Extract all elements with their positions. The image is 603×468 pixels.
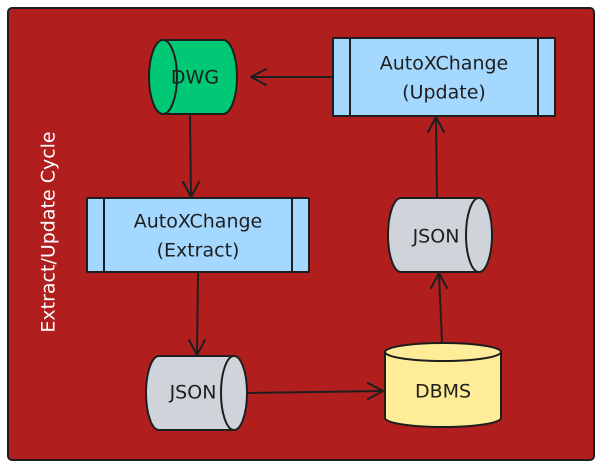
json-bottom-label: JSON <box>169 382 217 404</box>
extract-label-line1: AutoXChange <box>134 211 263 233</box>
arrow-dwg-to-extract <box>182 115 200 198</box>
dbms-label: DBMS <box>415 381 471 403</box>
arrow-dbms-to-json <box>430 272 448 343</box>
arrow-extract-to-json <box>188 272 206 356</box>
update-label-line1: AutoXChange <box>380 53 509 75</box>
json-right-node: JSON <box>387 197 493 273</box>
arrow-json-to-update <box>427 116 445 198</box>
arrow-json-to-dbms <box>246 382 384 400</box>
arrow-update-to-dwg <box>250 68 334 86</box>
cycle-label: Extract/Update Cycle <box>38 131 60 332</box>
dbms-node: DBMS <box>384 342 502 428</box>
autoxchange-update-node: AutoXChange (Update) <box>332 37 556 117</box>
json-right-label: JSON <box>412 226 460 248</box>
json-bottom-node: JSON <box>145 355 248 431</box>
arrows <box>182 68 448 400</box>
dwg-label: DWG <box>171 67 219 89</box>
dwg-node: DWG <box>148 39 238 115</box>
update-label-line2: (Update) <box>402 82 486 104</box>
autoxchange-extract-node: AutoXChange (Extract) <box>86 197 310 273</box>
extract-label-line2: (Extract) <box>157 240 240 262</box>
